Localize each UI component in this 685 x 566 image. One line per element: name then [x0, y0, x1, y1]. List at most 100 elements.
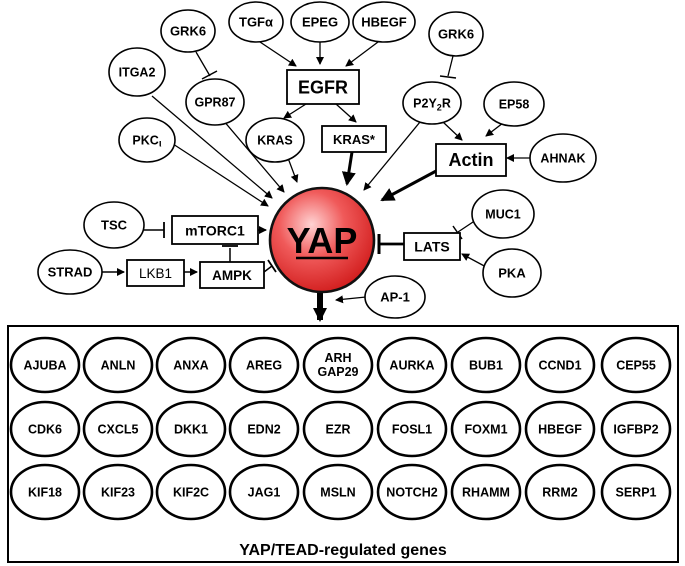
edge-actin-yap	[380, 168, 439, 202]
edge-egfr-kras	[283, 103, 307, 119]
gene-ellipse	[155, 463, 227, 521]
label-suffix: R	[442, 97, 451, 111]
node-label: EP58	[499, 98, 530, 112]
gene-ellipse	[228, 400, 300, 458]
node-label: AMPK	[212, 268, 252, 283]
gene-ellipse	[82, 336, 154, 394]
gene-label-line: ARH	[324, 351, 351, 365]
gene-node: CCND1	[524, 336, 596, 394]
gene-node: CEP55	[600, 336, 672, 394]
node-label: TSC	[101, 218, 128, 233]
node-mtorc1: mTORC1	[171, 215, 259, 245]
node-label: GRK6	[438, 27, 474, 42]
edge-ep58-actin	[485, 122, 504, 137]
gene-label: IGFBP2	[613, 423, 658, 437]
gene-label: SERP1	[616, 486, 657, 500]
gene-label: EDN2	[247, 423, 280, 437]
gene-node: EDN2	[228, 400, 300, 458]
node-label: KRAS	[257, 134, 292, 148]
node-ep58: EP58	[483, 81, 545, 127]
yap-circle	[268, 186, 376, 294]
node-grk6-right: GRK6	[428, 11, 484, 57]
gene-node: HBEGF	[524, 400, 596, 458]
gene-label: KIF23	[101, 486, 135, 500]
gene-ellipse	[524, 336, 596, 394]
gene-node: DKK1	[155, 400, 227, 458]
gene-node: KIF2C	[155, 463, 227, 521]
edge-itga2-yap	[151, 95, 273, 199]
yap-label: YAP	[287, 220, 358, 261]
inhibit-bar	[267, 259, 277, 273]
gene-node: KIF18	[9, 463, 81, 521]
gene-node: NOTCH2	[376, 463, 448, 521]
gene-label: BUB1	[469, 359, 503, 373]
gene-node: AJUBA	[9, 336, 81, 394]
node-ampk: AMPK	[199, 261, 265, 289]
gene-ellipse	[9, 336, 81, 394]
gene-label: KIF18	[28, 486, 62, 500]
inhibit-bar	[201, 70, 218, 80]
gene-label: AURKA	[389, 359, 434, 373]
node-label: EPEG	[302, 15, 338, 30]
node-ap1: AP-1	[364, 275, 426, 319]
node-label: STRAD	[48, 265, 93, 280]
gene-label: CDK6	[28, 423, 62, 437]
gene-ellipse	[155, 400, 227, 458]
node-actin: Actin	[435, 143, 507, 177]
node-pka: PKA	[482, 248, 542, 298]
gene-ellipse	[9, 463, 81, 521]
gene-ellipse	[376, 400, 448, 458]
gene-label: CEP55	[616, 359, 656, 373]
node-label: HBEGF	[361, 15, 407, 30]
gene-label: AJUBA	[23, 359, 66, 373]
regulators: GRK6 TGFα EPEG HBEGF GRK6 ITGA2	[37, 1, 597, 319]
node-label: GPR87	[195, 96, 236, 110]
gene-panel-title: YAP/TEAD-regulated genes	[239, 542, 447, 559]
edge-egfr-krasmut	[335, 103, 357, 123]
node-label: AP-1	[380, 290, 410, 305]
node-tsc: TSC	[83, 201, 145, 249]
node-label: PKCι	[132, 134, 161, 150]
node-label: EGFR	[298, 78, 348, 98]
gene-label: CXCL5	[98, 423, 139, 437]
gene-label: HBEGF	[538, 423, 582, 437]
inhibit-bar	[439, 75, 457, 79]
node-label: mTORC1	[185, 223, 245, 239]
gene-label: KIF2C	[173, 486, 209, 500]
gene-label: NOTCH2	[386, 486, 437, 500]
gene-label: FOSL1	[392, 423, 432, 437]
gene-node: CXCL5	[82, 400, 154, 458]
node-muc1: MUC1	[471, 189, 535, 239]
gene-ellipse	[228, 463, 300, 521]
node-kras: KRAS	[245, 117, 305, 163]
label-main: PKC	[132, 134, 158, 148]
edges	[102, 41, 531, 322]
gene-ellipse	[82, 400, 154, 458]
gene-label: DKK1	[174, 423, 208, 437]
gene-node: FOXM1	[450, 400, 522, 458]
gene-label-line: GAP29	[318, 365, 359, 379]
node-label: AHNAK	[540, 152, 585, 166]
node-p2y2r: P2Y2R	[402, 81, 462, 125]
node-label: MUC1	[485, 208, 520, 222]
edge-krasmut-yap	[341, 151, 356, 186]
edge-grk6-gpr87	[195, 51, 211, 77]
gene-ellipse	[9, 400, 81, 458]
node-tgfa: TGFα	[228, 1, 284, 43]
gene-node: IGFBP2	[600, 400, 672, 458]
node-label: LATS	[414, 239, 450, 255]
gene-label: JAG1	[248, 486, 281, 500]
gene-node: RRM2	[524, 463, 596, 521]
gene-ellipse	[450, 400, 522, 458]
edge-grk6-p2y2r	[447, 55, 454, 77]
gene-node: ANLN	[82, 336, 154, 394]
node-lkb1: LKB1	[126, 259, 185, 287]
edge-tgfa-egfr	[259, 41, 297, 67]
gene-ellipse	[450, 463, 522, 521]
edge-ampk-yap	[263, 265, 273, 273]
gene-ellipse	[302, 336, 374, 394]
